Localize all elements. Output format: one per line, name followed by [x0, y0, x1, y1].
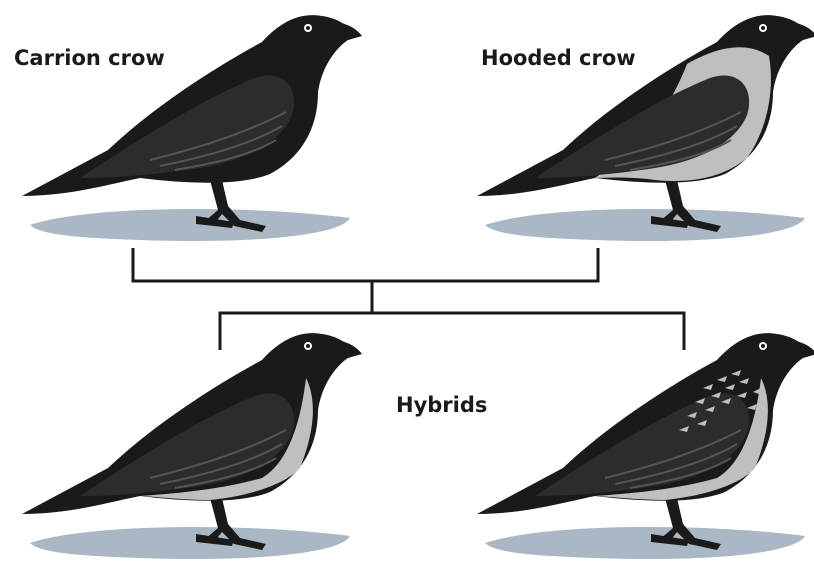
carrion-crow-label: Carrion crow	[14, 46, 165, 70]
hooded-crow-label: Hooded crow	[481, 46, 636, 70]
hybrids-label: Hybrids	[396, 393, 488, 417]
lineage-connector	[131, 248, 686, 350]
parent-bracket	[131, 248, 600, 283]
hybrid-crow-dark-illustration	[22, 333, 362, 560]
offspring-bracket	[218, 311, 686, 350]
hybrid-crow-speckled-illustration	[477, 333, 814, 560]
